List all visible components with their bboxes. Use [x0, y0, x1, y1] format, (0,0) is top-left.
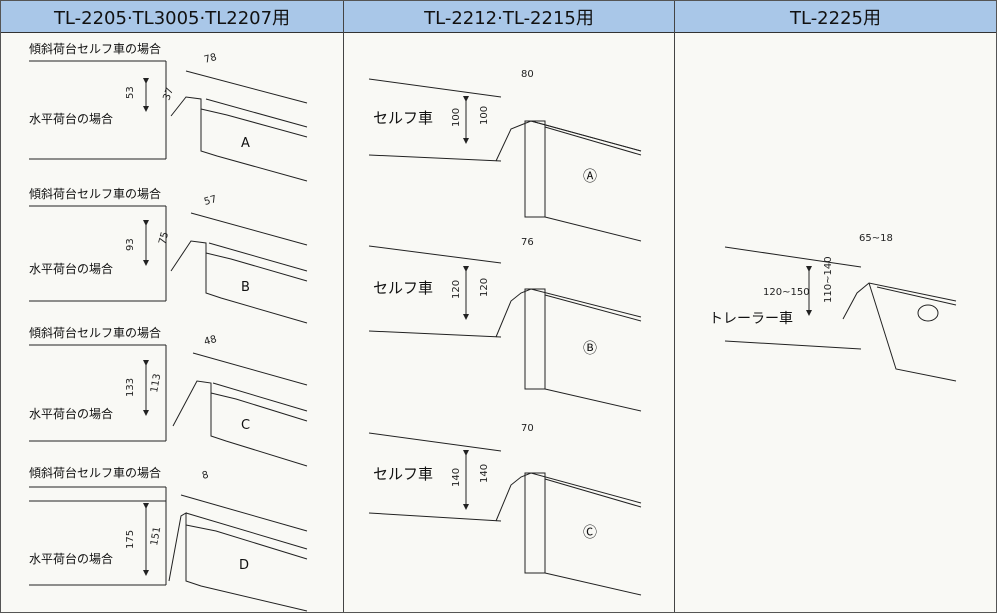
incline-label: 傾斜荷台セルフ車の場合	[29, 325, 161, 340]
dim-height-1: 120	[451, 280, 462, 299]
dim-height-2: 140	[479, 464, 490, 483]
flat-label: 水平荷台の場合	[29, 406, 113, 421]
panel-letter: D	[239, 558, 249, 573]
dim-height-flat: 93	[125, 238, 136, 251]
dim-height-1: 100	[451, 108, 462, 127]
dim-height-flat: 53	[125, 86, 136, 99]
panel-letter: Ⓐ	[583, 169, 597, 185]
dim-height-2: 100	[479, 106, 490, 125]
dim-height-incline: 75	[157, 231, 171, 246]
flat-label: 水平荷台の場合	[29, 261, 113, 276]
dim-width: 80	[521, 69, 534, 80]
column-header-1: TL-2205·TL3005·TL2207用	[1, 1, 344, 33]
incline-label: 傾斜荷台セルフ車の場合	[29, 41, 161, 56]
dim-width: 70	[521, 423, 534, 434]
self-truck-label: セルフ車	[373, 279, 433, 297]
column-header-3: TL-2225用	[675, 1, 996, 33]
self-truck-label: セルフ車	[373, 109, 433, 127]
incline-label: 傾斜荷台セルフ車の場合	[29, 186, 161, 201]
self-truck-label: セルフ車	[373, 465, 433, 483]
panel-letter: B	[241, 280, 250, 295]
dim-width: 65~18	[859, 233, 893, 244]
dim-height-flat: 133	[125, 378, 136, 397]
column-header-2: TL-2212·TL-2215用	[344, 1, 675, 33]
mid-panel-c: セルフ車 140 140 70 Ⓒ	[368, 423, 642, 596]
dim-width: 76	[521, 237, 534, 248]
dim-height-1: 140	[451, 468, 462, 487]
flat-label: 水平荷台の場合	[29, 111, 113, 126]
right-panel: トレーラー車 120~150 110~140 65~18	[709, 233, 957, 382]
dim-height-2: 120	[479, 278, 490, 297]
panel-letter: Ⓒ	[583, 525, 597, 541]
dim-width: 57	[203, 194, 218, 208]
panel-letter: A	[241, 136, 250, 151]
panel-letter: Ⓑ	[583, 341, 597, 357]
dim-width: 48	[203, 334, 218, 348]
mid-panel-a: セルフ車 100 100 80 Ⓐ	[368, 69, 642, 242]
incline-label: 傾斜荷台セルフ車の場合	[29, 465, 161, 480]
flat-label: 水平荷台の場合	[29, 551, 113, 566]
left-panel-b: 傾斜荷台セルフ車の場合 水平荷台の場合 93 75 57 B	[29, 186, 308, 324]
dim-height-incline: 113	[149, 373, 163, 394]
left-panel-a: 傾斜荷台セルフ車の場合 水平荷台の場合 53 37 78 A	[29, 41, 308, 182]
column-divider	[674, 1, 675, 612]
mid-panel-b: セルフ車 120 120 76 Ⓑ	[368, 237, 642, 412]
panel-letter: C	[241, 418, 250, 433]
dim-height-flat: 175	[125, 530, 136, 549]
dim-width: 8	[201, 470, 210, 482]
dim-height-incline: 151	[149, 526, 163, 547]
dim-height-2: 110~140	[823, 256, 834, 303]
left-panel-d: 傾斜荷台セルフ車の場合 水平荷台の場合 175 151 8 D	[29, 465, 308, 612]
trailer-label: トレーラー車	[709, 310, 793, 327]
column-divider	[343, 1, 344, 612]
dim-height-1: 120~150	[763, 287, 810, 298]
dim-height-incline: 37	[161, 86, 176, 102]
dim-width: 78	[203, 52, 218, 66]
left-panel-c: 傾斜荷台セルフ車の場合 水平荷台の場合 133 113 48 C	[29, 325, 308, 467]
